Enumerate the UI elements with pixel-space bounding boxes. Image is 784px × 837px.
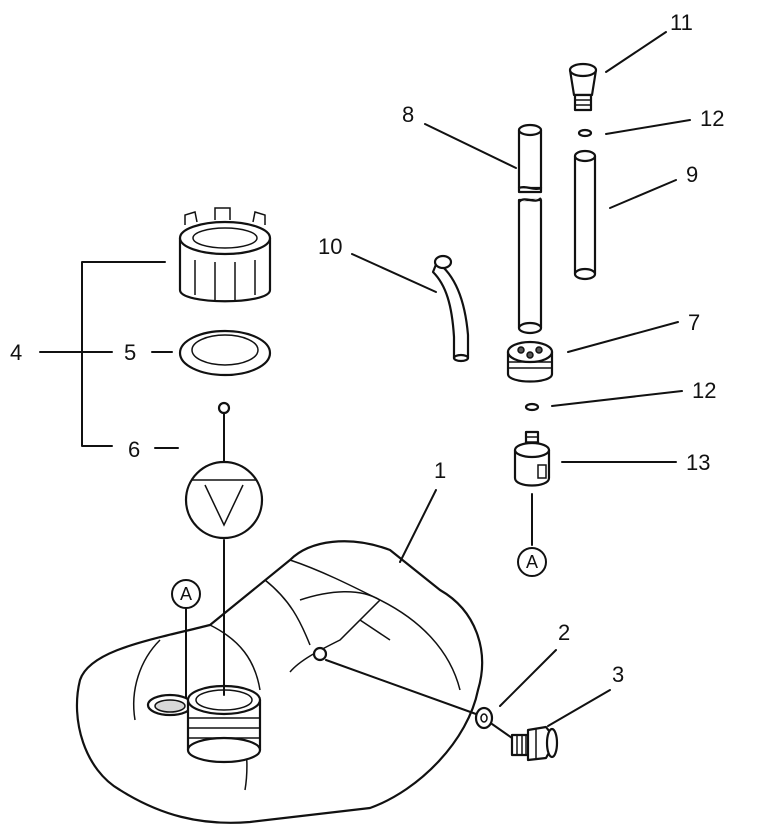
return-hose: [573, 149, 597, 281]
callout-9: 9: [686, 162, 698, 187]
o-ring-lower: [524, 402, 540, 412]
leader-lines: [39, 31, 691, 739]
vent-hose: [431, 254, 470, 363]
callout-2: 2: [558, 620, 570, 645]
o-ring-upper: [577, 128, 593, 138]
reference-marker-top: A: [171, 579, 201, 609]
filler-cap: [178, 207, 272, 303]
cap-gasket: [178, 329, 272, 377]
callout-6: 6: [128, 437, 140, 462]
plug-bolt: [510, 725, 559, 762]
reference-marker-bottom: A: [517, 547, 547, 577]
fuel-hose-upper: [517, 123, 543, 194]
vent-fitting: [568, 62, 598, 112]
callout-10: 10: [318, 234, 342, 259]
reference-marker-bottom-label: A: [526, 552, 538, 572]
fuel-strainer: [184, 401, 264, 696]
callout-4: 4: [10, 340, 22, 365]
callout-13: 13: [686, 450, 710, 475]
fuel-tank: [75, 540, 484, 824]
callout-1: 1: [434, 458, 446, 483]
callout-12-upper: 12: [700, 106, 724, 131]
fuel-hose-lower: [517, 197, 543, 335]
tank-grommet: [506, 340, 554, 383]
washer: [474, 706, 494, 730]
callout-7: 7: [688, 310, 700, 335]
callout-5: 5: [124, 340, 136, 365]
callout-8: 8: [402, 102, 414, 127]
fuel-filter: [513, 430, 551, 487]
callout-3: 3: [612, 662, 624, 687]
callout-12-lower: 12: [692, 378, 716, 403]
reference-marker-top-label: A: [180, 584, 192, 604]
callout-11: 11: [670, 10, 693, 35]
callout-labels: 1 2 3 4 5 6 7 8 9 10 11 12 12 13: [10, 10, 724, 687]
